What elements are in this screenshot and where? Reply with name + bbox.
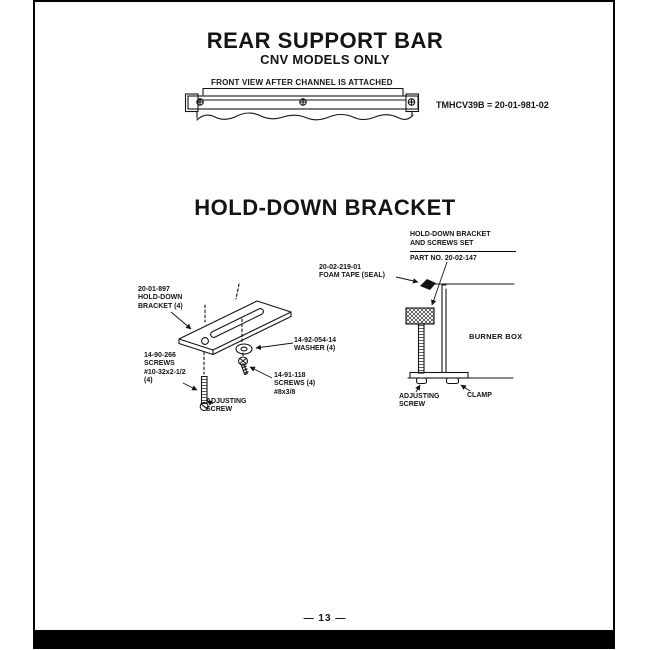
- caption-front-view: FRONT VIEW AFTER CHANNEL IS ATTACHED: [211, 78, 393, 87]
- leader-long-screws: [182, 382, 198, 391]
- leader-adjusting-screw-left: [206, 400, 214, 406]
- long-screw-shank: [200, 375, 208, 405]
- short-screw-head: [237, 356, 249, 366]
- washer-outer: [235, 343, 253, 355]
- label-adjusting-screw-right: ADJUSTING SCREW: [399, 393, 440, 409]
- washer-hole: [240, 346, 248, 352]
- burner-box-front-wall: [441, 284, 447, 374]
- bar-screw-icon: [407, 98, 416, 106]
- leader-bracket: [170, 311, 192, 330]
- short-screw-threads: [241, 365, 249, 374]
- leader-adjusting-screw-right: [415, 384, 421, 393]
- bar-screw-icon: [196, 98, 204, 106]
- leader-washer: [255, 342, 294, 351]
- label-clamp: CLAMP: [467, 392, 492, 399]
- label-bracket: 20-01-897 HOLD-DOWN BRACKET (4): [138, 286, 183, 310]
- bracket-hole: [201, 337, 209, 345]
- foam-tape-shape: [420, 279, 436, 290]
- clamp-foot: [445, 377, 460, 385]
- long-screw-head-slot: [200, 403, 208, 410]
- hold-down-bracket-block: [405, 307, 435, 325]
- label-burner-box: BURNER BOX: [469, 332, 523, 341]
- channel-top-flange: [202, 87, 404, 96]
- torn-edge-wavy-line: [196, 112, 414, 121]
- bracket-exploded-drawing: [178, 283, 292, 412]
- short-screw-head-slot: [239, 357, 247, 365]
- model-code: TMHCV39B = 20-01-981-02: [436, 100, 549, 110]
- bracket-slot: [210, 308, 264, 338]
- bracket-plate: [178, 300, 292, 351]
- leader-kit-block: [431, 261, 448, 306]
- rear-support-bar-drawing: [184, 87, 420, 121]
- leader-foam-tape: [395, 276, 419, 284]
- kit-part-number: PART NO. 20-02-147: [410, 254, 477, 262]
- clamp-foot: [415, 377, 428, 385]
- label-foam-tape: 20-02-219-01 FOAM TAPE (SEAL): [319, 264, 385, 280]
- panel-side-edges: [196, 110, 413, 119]
- bar-screw-icon: [299, 98, 307, 106]
- kit-name: HOLD-DOWN BRACKET AND SCREWS SET: [410, 231, 516, 252]
- subtitle-cnv-models: CNV MODELS ONLY: [260, 52, 390, 67]
- label-screws-long: 14-90-266 SCREWS #10-32x2-1/2 (4): [144, 352, 186, 385]
- leader-clamp: [460, 384, 471, 392]
- label-screws-short: 14-91-118 SCREWS (4) #8x3/8: [274, 372, 316, 396]
- assembly-axis-dashed: [203, 283, 244, 375]
- kit-label-block: HOLD-DOWN BRACKET AND SCREWS SET PART NO…: [410, 231, 516, 263]
- label-washer: 14-92-054-14 WASHER (4): [294, 337, 337, 353]
- page-number: — 13 —: [303, 613, 347, 624]
- adjusting-screw-rod: [417, 323, 425, 374]
- leader-lines: [170, 261, 471, 406]
- long-screw-head: [199, 401, 209, 412]
- short-screw-shank: [240, 363, 248, 376]
- page-bottom-scan-bar: [33, 630, 615, 649]
- leader-short-screws: [249, 366, 273, 379]
- section-title-hold-down-bracket: HOLD-DOWN BRACKET: [194, 195, 456, 220]
- support-bar-left-cap: [184, 93, 199, 113]
- bracket-plate-thickness: [178, 311, 292, 356]
- burner-box-drawing: [405, 279, 515, 385]
- section-title-rear-support-bar: REAR SUPPORT BAR: [206, 28, 444, 53]
- label-adjusting-screw-left: ADJUSTING SCREW: [206, 398, 247, 414]
